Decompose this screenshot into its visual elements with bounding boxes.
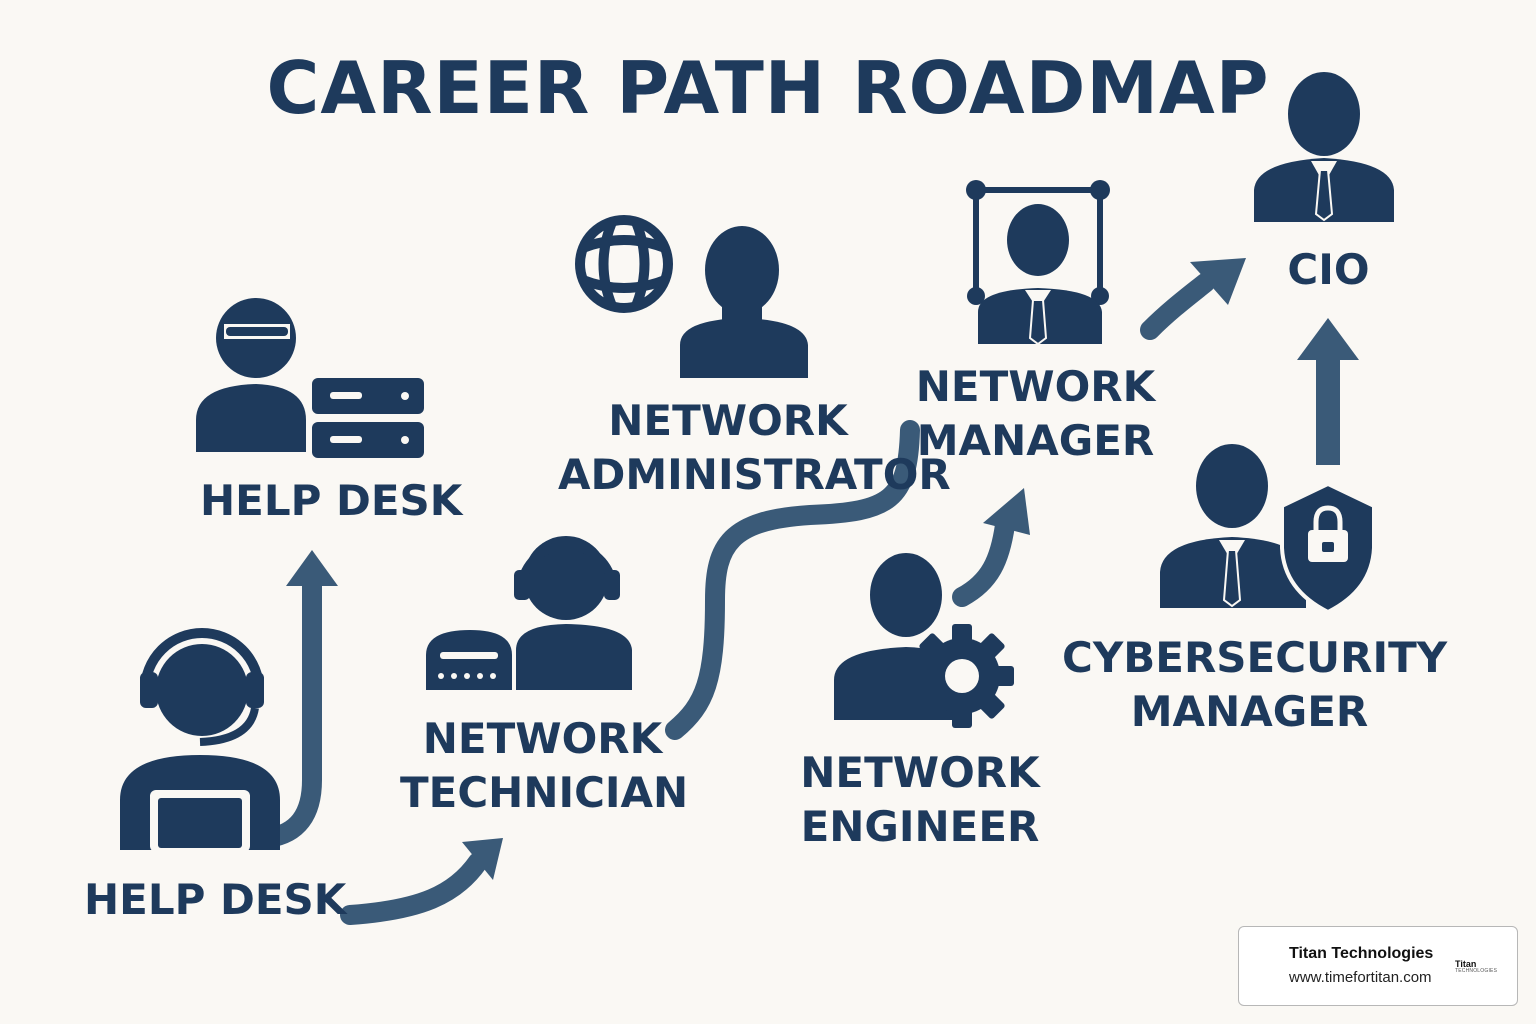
role-label-cybersecurity-manager: CYBERSECURITY MANAGER [1062, 633, 1448, 736]
arrow-technician-to-manager [665, 420, 920, 740]
cio-executive-icon [1254, 72, 1394, 222]
arrow-engineer-to-manager [952, 488, 1030, 607]
arrow-helpdesk-to-technician [340, 838, 503, 925]
role-label-network-administrator: NETWORK ADMINISTRATOR [558, 396, 951, 499]
arrow-cybersecurity-to-cio [1297, 318, 1359, 465]
badge-company-name: Titan Technologies [1289, 945, 1434, 962]
cybersecurity-shield-lock-icon [1160, 444, 1376, 615]
headset-agent-laptop-icon [120, 628, 280, 852]
role-label-cio: CIO [1287, 245, 1370, 294]
logo-sub: TECHNOLOGIES [1455, 968, 1498, 974]
role-label-network-manager: NETWORK MANAGER [915, 362, 1156, 465]
titan-logo: Titan TECHNOLOGIES [1455, 959, 1511, 979]
role-label-network-engineer: NETWORK ENGINEER [800, 748, 1040, 851]
technician-router-icon [426, 536, 632, 690]
support-agent-server-icon [196, 298, 424, 458]
page-title: CAREER PATH ROADMAP [266, 46, 1270, 130]
attribution-badge: Titan Technologies www.timefortitan.com … [1238, 926, 1518, 1006]
engineer-gear-icon [834, 553, 1014, 728]
role-label-help-desk-start: HELP DESK [84, 875, 347, 924]
role-label-network-technician: NETWORK TECHNICIAN [400, 714, 689, 817]
role-label-help-desk-upper: HELP DESK [200, 476, 463, 525]
manager-network-frame-icon [966, 180, 1110, 346]
arrow-manager-to-cio [1140, 258, 1246, 340]
badge-website-url: www.timefortitan.com [1289, 969, 1432, 986]
logo-word: Titan [1455, 959, 1477, 969]
globe-icon [575, 215, 673, 313]
administrator-person-icon [680, 226, 808, 378]
